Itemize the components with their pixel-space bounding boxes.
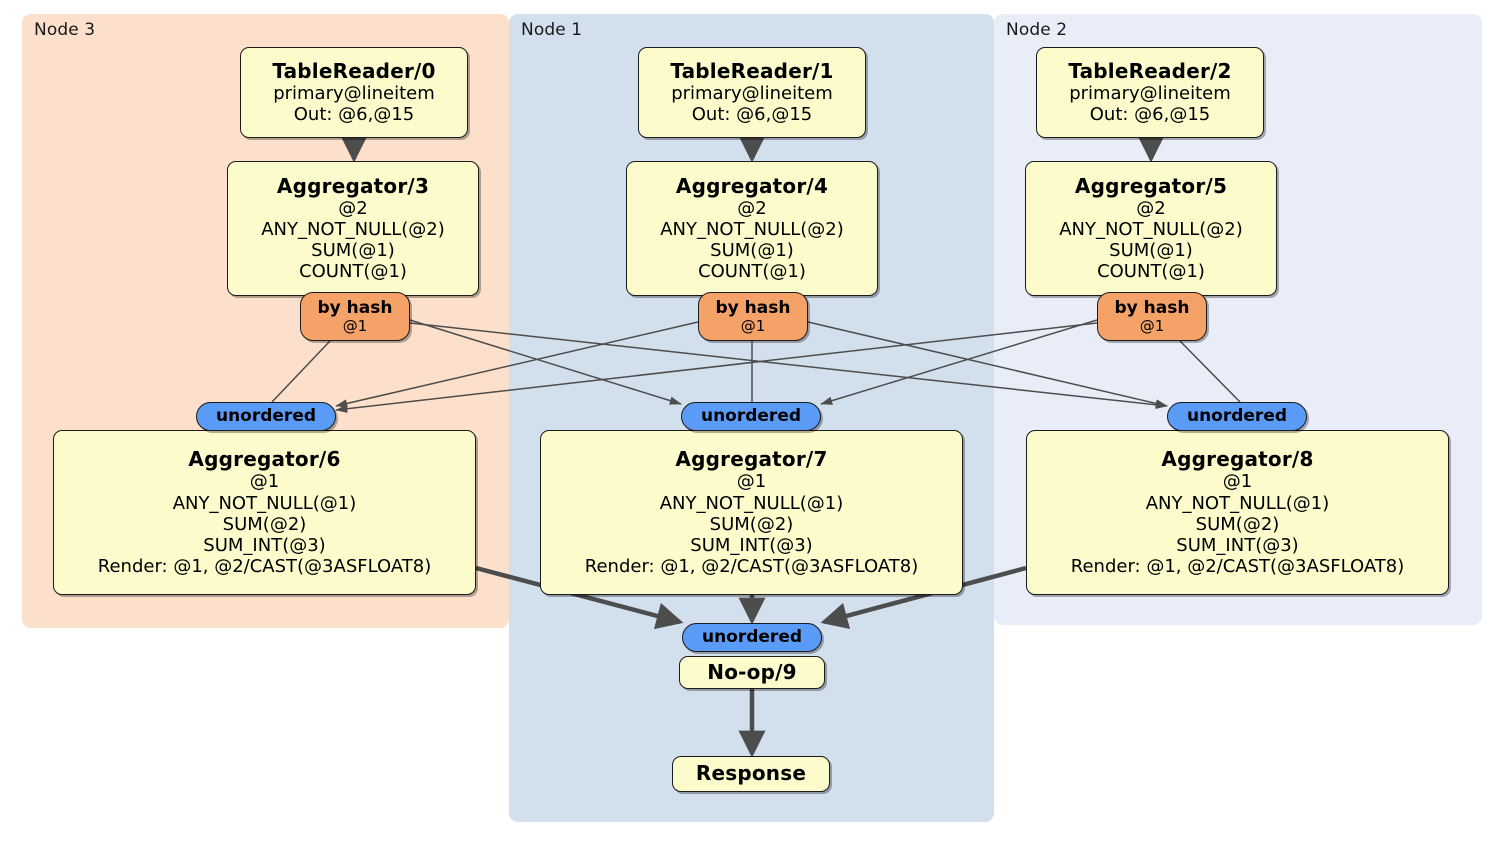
aggregator-6-line-4: Render: @1, @2/CAST(@3ASFLOAT8) (97, 555, 432, 577)
aggregator-6-line-2: SUM(@2) (222, 513, 307, 535)
aggregator-6-line-3: SUM_INT(@3) (203, 534, 326, 556)
edge-hash4-unordered8 (807, 321, 1168, 408)
aggregator-8-line-3: SUM_INT(@3) (1176, 534, 1299, 556)
table-reader-0-line-1: Out: @6,@15 (293, 104, 415, 126)
aggregator-4-line-2: SUM(@1) (710, 240, 794, 262)
edge-aggregator6-unordered9 (475, 565, 684, 630)
edge-hash3-unordered8 (409, 322, 1168, 409)
router-by-hash-5-label: by hash (1114, 297, 1190, 318)
aggregator-8-line-0: @1 (1222, 471, 1253, 493)
aggregator-5-line-0: @2 (1136, 198, 1166, 219)
aggregator-3-line-3: COUNT(@1) (299, 261, 407, 283)
table-reader-2-title: TableReader/2 (1068, 58, 1232, 83)
aggregator-3-line-0: @2 (338, 198, 368, 219)
aggregator-7-line-1: ANY_NOT_NULL(@1) (659, 492, 844, 514)
aggregator-3-line-2: SUM(@1) (311, 240, 395, 262)
synchronizer-unordered-9-label: unordered (701, 627, 803, 648)
table-reader-1-line-1: Out: @6,@15 (691, 104, 813, 126)
aggregator-6-line-0: @1 (249, 471, 280, 493)
router-by-hash-3[interactable]: by hash@1 (300, 292, 410, 341)
edge-hash5-unordered8 (1179, 340, 1241, 403)
synchronizer-unordered-8[interactable]: unordered (1167, 402, 1307, 431)
aggregator-7-line-4: Render: @1, @2/CAST(@3ASFLOAT8) (584, 555, 919, 577)
aggregator-8-line-4: Render: @1, @2/CAST(@3ASFLOAT8) (1070, 555, 1405, 577)
table-reader-2-line-0: primary@lineitem (1069, 83, 1231, 105)
aggregator-3-line-1: ANY_NOT_NULL(@2) (261, 219, 445, 241)
edge-hash3-unordered6 (271, 340, 331, 403)
no-op-9[interactable]: No-op/9 (679, 656, 825, 689)
aggregator-3-title: Aggregator/3 (276, 173, 430, 198)
router-by-hash-4[interactable]: by hash@1 (698, 292, 808, 341)
router-by-hash-3-label: by hash (317, 297, 393, 318)
aggregator-6-title: Aggregator/6 (188, 447, 341, 472)
synchronizer-unordered-8-label: unordered (1186, 406, 1288, 427)
response-title: Response (695, 761, 807, 786)
router-by-hash-3-sublabel: @1 (342, 316, 368, 335)
region-label-node1: Node 1 (521, 20, 583, 40)
aggregator-4-title: Aggregator/4 (675, 173, 829, 198)
response[interactable]: Response (672, 756, 830, 792)
edge-hash5-unordered6 (335, 322, 1098, 413)
router-by-hash-4-sublabel: @1 (740, 316, 766, 335)
synchronizer-unordered-6-label: unordered (215, 406, 317, 427)
router-by-hash-5-sublabel: @1 (1139, 316, 1165, 335)
synchronizer-unordered-7-label: unordered (700, 406, 802, 427)
synchronizer-unordered-7[interactable]: unordered (681, 402, 821, 431)
aggregator-8-title: Aggregator/8 (1161, 447, 1314, 472)
edge-hash5-unordered7 (820, 319, 1098, 405)
aggregator-5-line-2: SUM(@1) (1109, 240, 1193, 262)
synchronizer-unordered-6[interactable]: unordered (196, 402, 336, 431)
aggregator-7-line-3: SUM_INT(@3) (690, 534, 813, 556)
region-label-node2: Node 2 (1006, 20, 1068, 40)
edge-hash3-unordered7 (409, 319, 682, 405)
edge-aggregator8-unordered9 (820, 565, 1027, 629)
table-reader-1-title: TableReader/1 (670, 58, 834, 83)
aggregator-6-line-1: ANY_NOT_NULL(@1) (172, 492, 357, 514)
aggregator-5-line-1: ANY_NOT_NULL(@2) (1059, 219, 1243, 241)
region-label-node3: Node 3 (34, 20, 96, 40)
synchronizer-unordered-9[interactable]: unordered (682, 623, 822, 652)
aggregator-7-line-2: SUM(@2) (709, 513, 794, 535)
aggregator-8-line-2: SUM(@2) (1195, 513, 1280, 535)
edge-hash4-unordered6 (335, 321, 699, 408)
aggregator-7-line-0: @1 (736, 471, 767, 493)
aggregator-4-line-1: ANY_NOT_NULL(@2) (660, 219, 844, 241)
router-by-hash-4-label: by hash (715, 297, 791, 318)
aggregator-4-line-3: COUNT(@1) (698, 261, 806, 283)
table-reader-1-line-0: primary@lineitem (671, 83, 833, 105)
no-op-9-title: No-op/9 (707, 659, 797, 684)
aggregator-4-line-0: @2 (737, 198, 767, 219)
table-reader-2-line-1: Out: @6,@15 (1089, 104, 1211, 126)
aggregator-7-title: Aggregator/7 (675, 447, 828, 472)
table-reader-0-title: TableReader/0 (272, 58, 436, 83)
router-by-hash-5[interactable]: by hash@1 (1097, 292, 1207, 341)
aggregator-5-line-3: COUNT(@1) (1097, 261, 1205, 283)
aggregator-5-title: Aggregator/5 (1074, 173, 1228, 198)
table-reader-0-line-0: primary@lineitem (273, 83, 435, 105)
aggregator-8-line-1: ANY_NOT_NULL(@1) (1145, 492, 1330, 514)
